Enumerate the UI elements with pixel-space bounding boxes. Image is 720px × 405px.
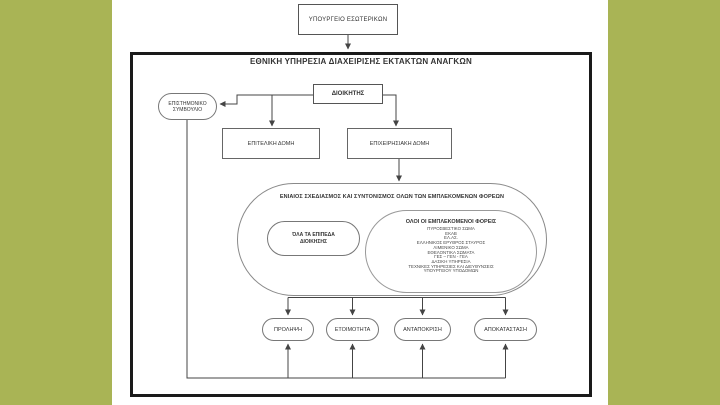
scientific-council-box: ΕΠΙΣΤΗΜΟΝΙΚΟ ΣΥΜΒΟΥΛΙΟ: [158, 93, 217, 120]
involved-entities-ellipse: ΟΛΟΙ ΟΙ ΕΜΠΛΕΚΟΜΕΝΟΙ ΦΟΡΕΙΣ ΠΥΡΟΣΒΕΣΤΙΚΟ…: [365, 210, 537, 293]
phase-preparedness-box: ΕΤΟΙΜΟΤΗΤΑ: [326, 318, 379, 341]
right-green-panel: [608, 0, 720, 405]
phase-recovery-box: ΑΠΟΚΑΤΑΣΤΑΣΗ: [474, 318, 537, 341]
phase-prevention-label: ΠΡΟΛΗΨΗ: [273, 326, 303, 333]
admin-levels-box: ΌΛΑ ΤΑ ΕΠΙΠΕΔΑ ΔΙΟΙΚΗΣΗΣ: [267, 221, 360, 256]
agency-frame-title: ΕΘΝΙΚΗ ΥΠΗΡΕΣΙΑ ΔΙΑΧΕΙΡΙΣΗΣ ΕΚΤΑΚΤΩΝ ΑΝΑ…: [249, 57, 472, 66]
phase-response-label: ΑΝΤΑΠΟΚΡΙΣΗ: [403, 326, 442, 333]
entity-item: ΥΠΟΥΡΓΕΙΟΥ ΥΠΟΔΟΜΩΝ: [423, 268, 479, 274]
involved-entities-title: ΟΛΟΙ ΟΙ ΕΜΠΛΕΚΟΜΕΝΟΙ ΦΟΡΕΙΣ: [405, 219, 497, 225]
planning-title: ΕΝΙΑΙΟΣ ΣΧΕΔΙΑΣΜΟΣ ΚΑΙ ΣΥΝΤΟΝΙΣΜΟΣ ΟΛΩΝ …: [279, 194, 505, 200]
involved-entities-list: ΠΥΡΟΣΒΕΣΤΙΚΟ ΣΩΜΑ ΕΚΑΒ ΕΛ.ΑΣ. ΕΛΛΗΝΙΚΟΣ …: [366, 226, 536, 274]
commander-label: ΔΙΟΙΚΗΤΗΣ: [331, 91, 365, 97]
staff-structure-box: ΕΠΙΤΕΛΙΚΗ ΔΟΜΗ: [222, 128, 320, 159]
phase-preparedness-label: ΕΤΟΙΜΟΤΗΤΑ: [334, 326, 371, 333]
operational-structure-box: ΕΠΙΧΕΙΡΗΣΙΑΚΗ ΔΟΜΗ: [347, 128, 452, 159]
staff-structure-label: ΕΠΙΤΕΛΙΚΗ ΔΟΜΗ: [247, 140, 295, 147]
ministry-label: ΥΠΟΥΡΓΕΙΟ ΕΣΩΤΕΡΙΚΩΝ: [308, 16, 388, 23]
phase-response-box: ΑΝΤΑΠΟΚΡΙΣΗ: [394, 318, 451, 341]
commander-box: ΔΙΟΙΚΗΤΗΣ: [313, 84, 383, 104]
phase-prevention-box: ΠΡΟΛΗΨΗ: [262, 318, 314, 341]
left-green-panel: [0, 0, 112, 405]
phase-recovery-label: ΑΠΟΚΑΤΑΣΤΑΣΗ: [484, 326, 527, 333]
admin-levels-label: ΌΛΑ ΤΑ ΕΠΙΠΕΔΑ ΔΙΟΙΚΗΣΗΣ: [292, 232, 335, 245]
operational-structure-label: ΕΠΙΧΕΙΡΗΣΙΑΚΗ ΔΟΜΗ: [369, 140, 430, 147]
scientific-council-label: ΕΠΙΣΤΗΜΟΝΙΚΟ ΣΥΜΒΟΥΛΙΟ: [168, 100, 207, 113]
ministry-box: ΥΠΟΥΡΓΕΙΟ ΕΣΩΤΕΡΙΚΩΝ: [298, 4, 398, 35]
